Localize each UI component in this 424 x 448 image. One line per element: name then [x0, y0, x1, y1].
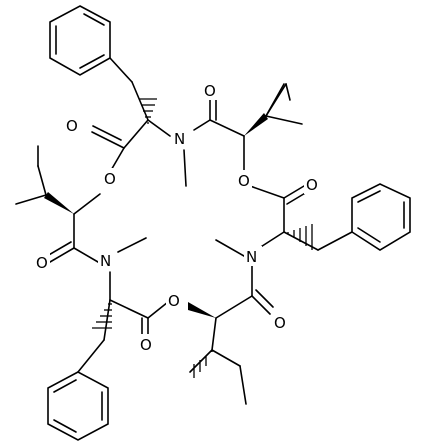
wedge-bond-top-right	[244, 113, 268, 136]
oxygen-label-top-amide: O	[204, 82, 216, 100]
hashed-bond-right	[287, 224, 313, 250]
oxygen-label-top-ester: O	[66, 117, 78, 135]
oxygen-label-ring-right: O	[238, 172, 250, 190]
oxygen-label-ring-left: O	[104, 170, 116, 188]
hashed-bond-bottom	[193, 350, 213, 378]
oxygen-label-left-amide: O	[36, 254, 48, 272]
nitrogen-label-right: N	[246, 248, 257, 266]
phenyl-ring-bottom	[47, 371, 109, 441]
oxygen-label-bottom-ester: O	[140, 336, 152, 354]
nitrogen-label-top: N	[174, 130, 185, 148]
nitrogen-label-left: N	[100, 252, 111, 270]
wedge-bond-left	[44, 192, 74, 214]
wedge-bond-bottom	[188, 302, 216, 318]
phenyl-ring-right	[351, 183, 411, 251]
phenyl-ring-top	[49, 5, 111, 76]
atom-labels: O O N O O O N N O O O O	[34, 80, 320, 354]
oxygen-label-ring-bottom: O	[168, 292, 180, 310]
oxygen-label-right-ester: O	[306, 176, 318, 194]
oxygen-label-bottom-amide: O	[274, 314, 286, 332]
hashed-bond-top	[139, 98, 157, 124]
